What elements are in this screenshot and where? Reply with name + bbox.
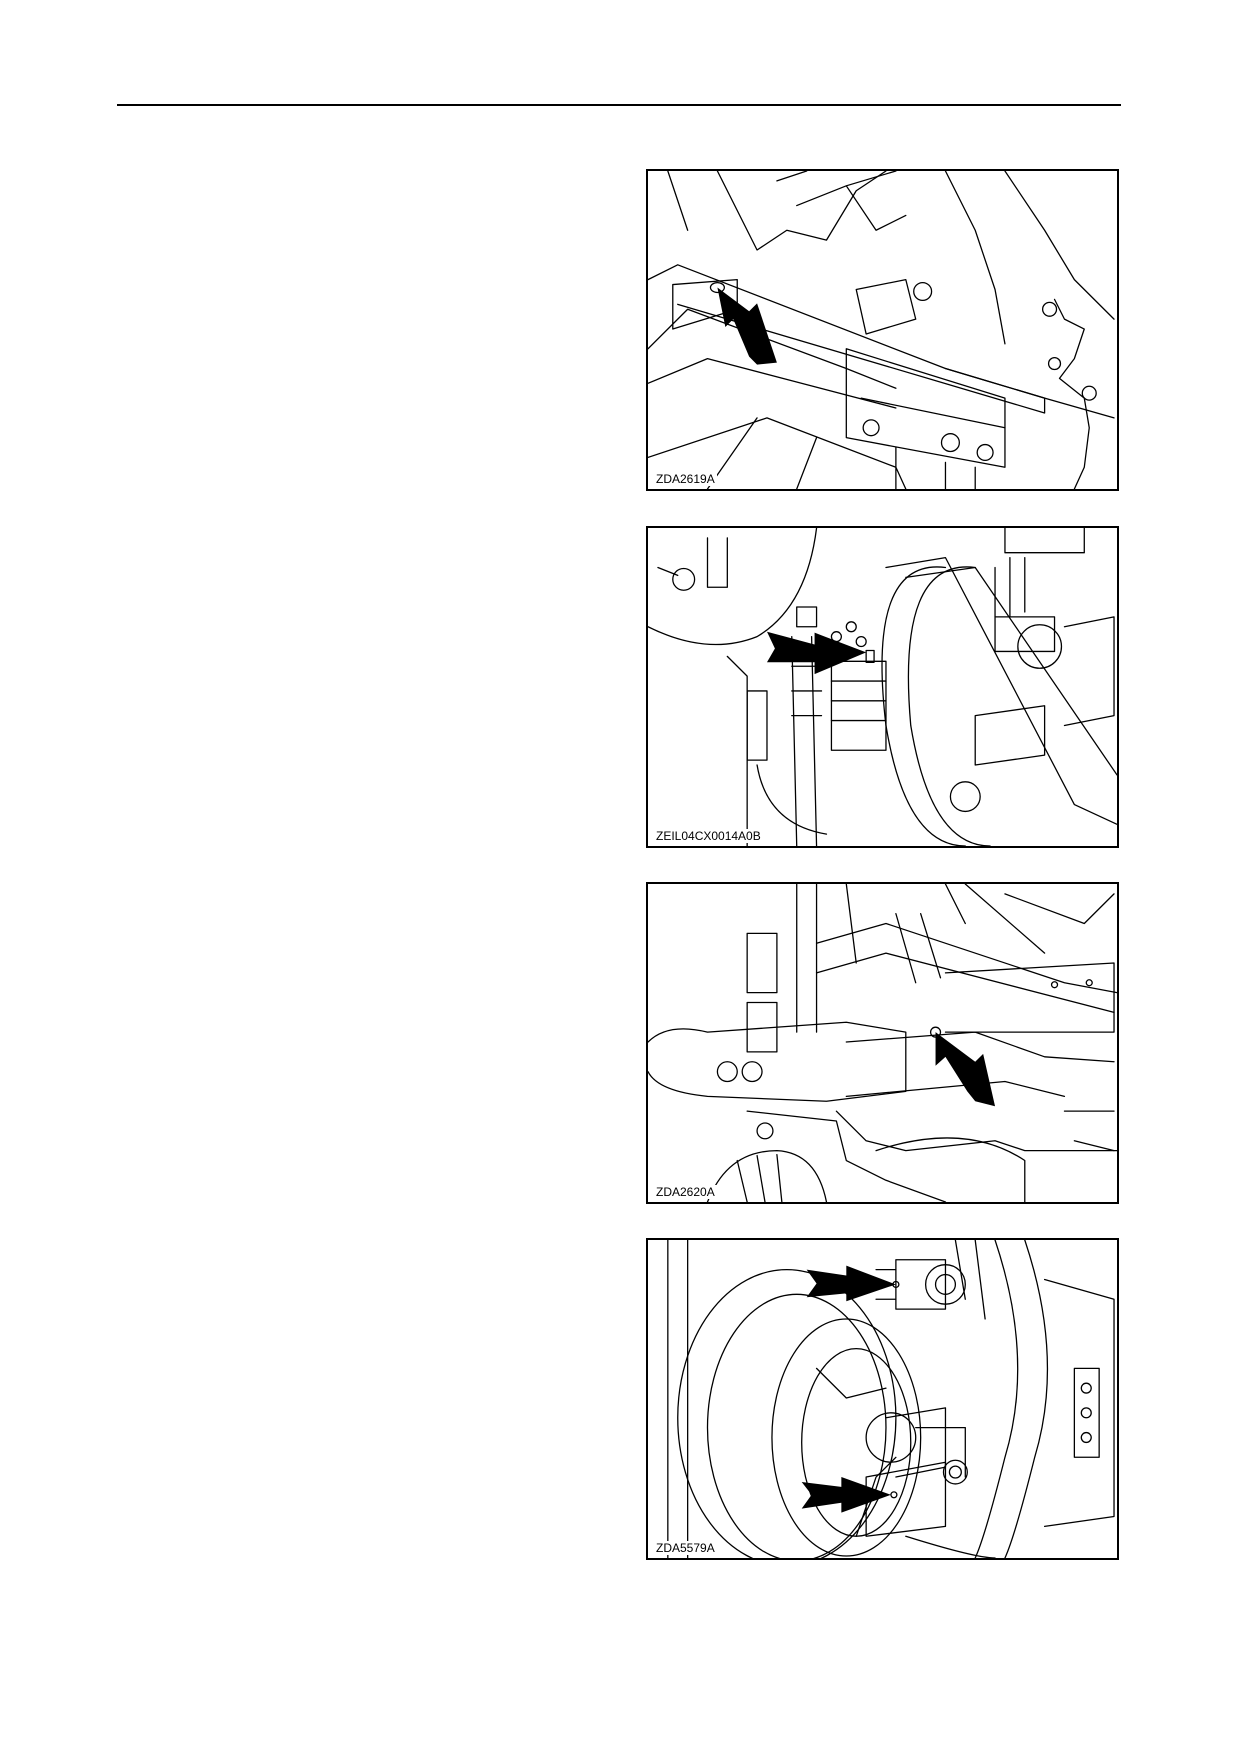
figure-2: ZEIL04CX0014A0B — [646, 526, 1119, 848]
figure-3: ZDA2620A — [646, 882, 1119, 1204]
arrow-icon — [806, 1265, 896, 1302]
arrow-icon — [935, 1032, 996, 1107]
figure-1: ZDA2619A — [646, 169, 1119, 491]
figure-3-illustration — [648, 884, 1117, 1202]
figure-1-illustration — [648, 171, 1115, 489]
arrow-icon — [801, 1477, 891, 1513]
arrow-icon — [766, 631, 867, 675]
header-rule — [117, 104, 1121, 106]
figure-caption: ZDA5579A — [654, 1541, 717, 1555]
arrow-icon — [717, 287, 777, 365]
figure-4: ZDA5579A — [646, 1238, 1119, 1560]
figure-caption: ZDA2619A — [654, 472, 717, 486]
figure-4-illustration — [667, 1240, 1115, 1558]
figure-2-illustration — [648, 528, 1117, 846]
figure-caption: ZDA2620A — [654, 1185, 717, 1199]
figure-caption: ZEIL04CX0014A0B — [654, 829, 763, 843]
